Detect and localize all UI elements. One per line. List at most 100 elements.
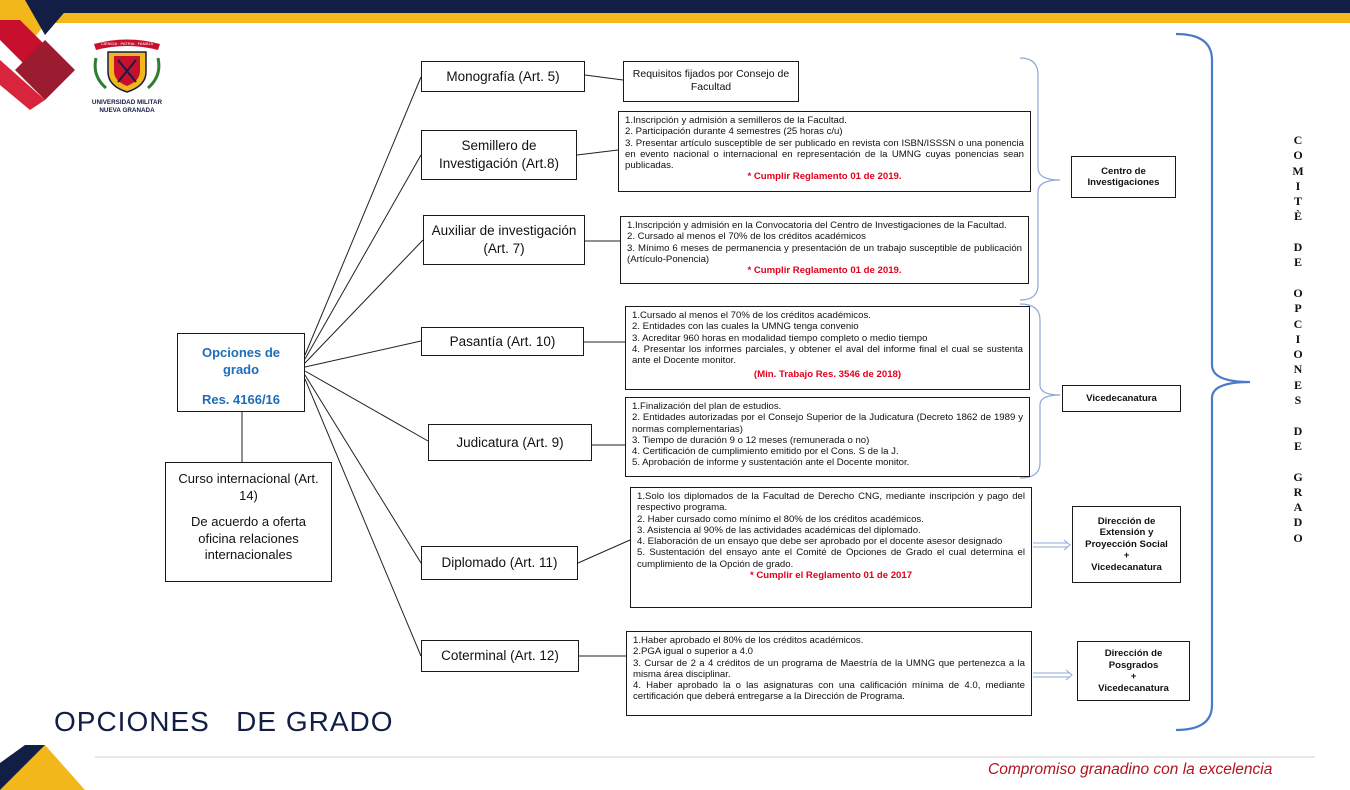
side-label-letter: O xyxy=(1293,148,1303,163)
requirement-note: * Cumplir Reglamento 01 de 2019. xyxy=(747,265,902,277)
office-line: + xyxy=(1123,550,1130,562)
side-label-letter: N xyxy=(1293,362,1303,377)
option-label: Auxiliar de investigación (Art. 7) xyxy=(431,223,577,256)
logo-motto: CIENCIA · PATRIA · FAMILIA xyxy=(100,41,154,46)
requirement-line: 5. Aprobación de informe y sustentación … xyxy=(632,457,910,469)
curso-internacional-box: Curso internacional (Art. 14) De acuerdo… xyxy=(165,462,332,582)
option-label: Monografía (Art. 5) xyxy=(446,68,560,84)
requirement-line: 2. Entidades con las cuales la UMNG teng… xyxy=(632,321,859,333)
office-line: Dirección de xyxy=(1097,515,1156,527)
requirement-line: 2.PGA igual o superior a 4.0 xyxy=(633,646,753,658)
side-label-letter: E xyxy=(1293,438,1302,453)
side-label-letter: R xyxy=(1293,484,1303,499)
requirement-line: 4. Haber aprobado la o las asignaturas c… xyxy=(633,680,1025,703)
curso-description: De acuerdo a oferta oficina relaciones i… xyxy=(191,514,306,562)
requirement-note: (Min. Trabajo Res. 3546 de 2018) xyxy=(753,369,902,381)
corner-decoration-icon xyxy=(0,0,75,110)
office-extension: Dirección de Extensión y Proyección Soci… xyxy=(1072,506,1181,583)
requirements-auxiliar: 1.Inscripción y admisión en la Convocato… xyxy=(620,216,1029,284)
curso-title: Curso internacional (Art. 14) xyxy=(178,471,319,503)
office-posgrados: Dirección de Posgrados + Vicedecanatura xyxy=(1077,641,1190,701)
requirements-semillero: 1.Inscripción y admisión a semilleros de… xyxy=(618,111,1031,192)
side-label-letter xyxy=(1286,271,1310,286)
requirement-line: 1.Haber aprobado el 80% de los créditos … xyxy=(633,635,864,646)
side-label-letter: G xyxy=(1293,469,1303,484)
university-logo: CIENCIA · PATRIA · FAMILIA UNIVERSIDAD M… xyxy=(88,38,166,120)
top-band-navy xyxy=(0,0,1350,13)
side-label-letter: P xyxy=(1294,301,1302,316)
office-line: Vicedecanatura xyxy=(1091,561,1162,573)
main-title: Opciones de grado xyxy=(201,345,281,377)
side-label-letter: O xyxy=(1293,285,1303,300)
logo-name-line2: NUEVA GRANADA xyxy=(99,107,155,114)
requirements-monografia: Requisitos fijados por Consejo de Facult… xyxy=(623,61,799,102)
requirement-line: 2. Participación durante 4 semestres (25… xyxy=(625,126,843,138)
requirements-coterminal: 1.Haber aprobado el 80% de los créditos … xyxy=(626,631,1032,716)
main-options-box: Opciones de grado Res. 4166/16 xyxy=(177,333,305,412)
footer-slogan: Compromiso granadino con la excelencia xyxy=(988,761,1273,778)
requirement-line: 4. Certificación de cumplimiento emitido… xyxy=(632,446,899,458)
side-label-letter: D xyxy=(1293,515,1303,530)
side-label-letter: E xyxy=(1293,377,1302,392)
office-vicedecanatura: Vicedecanatura xyxy=(1062,385,1181,412)
office-line: + xyxy=(1130,671,1137,682)
requirement-line: 1.Cursado al menos el 70% de los crédito… xyxy=(632,310,871,321)
option-judicatura: Judicatura (Art. 9) xyxy=(428,424,592,461)
requirement-line: 3. Cursar de 2 a 4 créditos de un progra… xyxy=(633,657,1025,680)
page-title: OPCIONES DE GRADO xyxy=(54,706,394,737)
side-label-letter xyxy=(1286,454,1310,469)
office-line: Proyección Social xyxy=(1085,538,1168,550)
option-label: Judicatura (Art. 9) xyxy=(456,434,564,450)
side-label-letter: D xyxy=(1293,423,1303,438)
requirement-line: 3. Mínimo 6 meses de permanencia y prese… xyxy=(627,242,1022,265)
requirement-line: 3. Presentar artículo susceptible de ser… xyxy=(625,137,1024,172)
option-pasantia: Pasantía (Art. 10) xyxy=(421,327,584,356)
side-label-letter: I xyxy=(1295,331,1301,346)
side-label-letter: È xyxy=(1293,209,1302,224)
side-label-letter: M xyxy=(1292,163,1304,178)
office-line: Extensión y xyxy=(1099,527,1154,539)
requirement-line: 4. Elaboración de un ensayo que debe ser… xyxy=(637,536,1003,548)
requirement-line: 2. Haber cursado como mínimo el 80% de l… xyxy=(637,513,924,525)
option-coterminal: Coterminal (Art. 12) xyxy=(421,640,579,672)
side-label-letter: O xyxy=(1293,530,1303,545)
office-line: Posgrados xyxy=(1108,659,1159,671)
side-label-letter: E xyxy=(1293,255,1302,270)
requirements-pasantia: 1.Cursado al menos el 70% de los crédito… xyxy=(625,306,1030,390)
requirement-line: 4. Presentar los informes parciales, y o… xyxy=(632,343,1023,367)
requirements-judicatura: 1.Finalización del plan de estudios. 2. … xyxy=(625,397,1030,477)
requirement-note: * Cumplir Reglamento 01 de 2019. xyxy=(747,171,902,183)
requirement-line: 1.Solo los diplomados de la Facultad de … xyxy=(637,491,1025,514)
side-label-letter xyxy=(1286,408,1310,423)
requirement-line: 1.Inscripción y admisión a semilleros de… xyxy=(625,115,847,126)
requirements-diplomado: 1.Solo los diplomados de la Facultad de … xyxy=(630,487,1032,608)
requirement-line: 3. Asistencia al 90% de las actividades … xyxy=(637,524,921,536)
requirement-line: 2. Cursado al menos el 70% de los crédit… xyxy=(627,231,866,243)
side-label-letter: D xyxy=(1293,240,1303,255)
requirement-line: 1.Inscripción y admisión en la Convocato… xyxy=(627,220,1007,231)
office-line: Vicedecanatura xyxy=(1098,682,1169,694)
office-line: Centro de xyxy=(1101,165,1146,177)
bottom-corner-decoration-icon xyxy=(0,745,85,790)
option-label: Semillero de Investigación (Art.8) xyxy=(438,138,560,171)
main-resolution: Res. 4166/16 xyxy=(201,392,281,407)
office-line: Dirección de xyxy=(1104,648,1163,659)
option-semillero: Semillero de Investigación (Art.8) xyxy=(421,130,577,180)
side-label-letter xyxy=(1286,225,1310,240)
option-label: Diplomado (Art. 11) xyxy=(441,555,558,570)
requirement-line: 5. Sustentación del ensayo ante el Comit… xyxy=(637,547,1025,570)
side-label-letter: O xyxy=(1293,347,1303,362)
side-label-letter: S xyxy=(1294,393,1302,408)
requirement-line: 1.Finalización del plan de estudios. xyxy=(632,401,782,412)
requirement-note: * Cumplir el Reglamento 01 de 2017 xyxy=(749,570,913,582)
requirement-line: 2. Entidades autorizadas por el Consejo … xyxy=(632,412,1023,435)
option-monografia: Monografía (Art. 5) xyxy=(421,61,585,92)
option-label: Coterminal (Art. 12) xyxy=(441,648,559,663)
option-diplomado: Diplomado (Art. 11) xyxy=(421,546,578,580)
side-label-letter: C xyxy=(1293,133,1303,147)
option-label: Pasantía (Art. 10) xyxy=(449,333,556,349)
requirement-line: 3. Tiempo de duración 9 o 12 meses (remu… xyxy=(632,434,870,446)
requirement-line: Requisitos fijados por Consejo de Facult… xyxy=(632,68,790,93)
shield-icon xyxy=(93,39,161,93)
